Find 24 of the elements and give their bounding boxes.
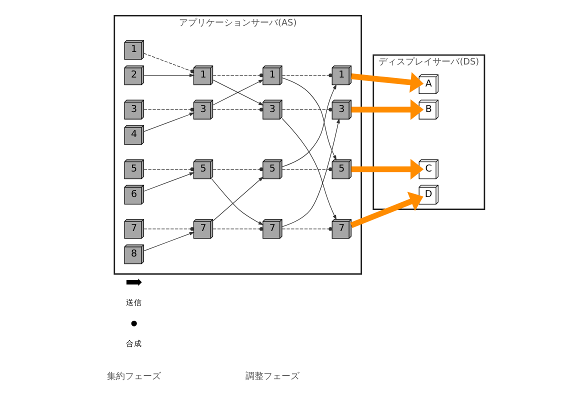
- connector: [282, 167, 332, 172]
- connector: [212, 167, 264, 172]
- connector: [282, 73, 332, 78]
- arrow: [144, 112, 195, 132]
- arrow: [351, 72, 424, 93]
- connector: [144, 53, 194, 74]
- label: 調整フェーズ: [245, 372, 300, 382]
- arrow: [144, 172, 195, 192]
- connector: [282, 227, 332, 231]
- arrow: [351, 158, 424, 180]
- connector: [144, 167, 194, 172]
- arrow: [351, 99, 424, 120]
- connector: [144, 227, 194, 231]
- connector: [212, 227, 264, 231]
- arrow: [144, 74, 195, 78]
- label: 集約フェーズ: [107, 372, 162, 382]
- arrow: [350, 192, 424, 228]
- connector: [282, 108, 332, 112]
- arrow: [144, 232, 194, 252]
- connector: [144, 108, 194, 112]
- connector: [212, 73, 264, 78]
- arrow: [282, 77, 337, 160]
- arrow: [282, 84, 337, 168]
- connector: [212, 108, 264, 112]
